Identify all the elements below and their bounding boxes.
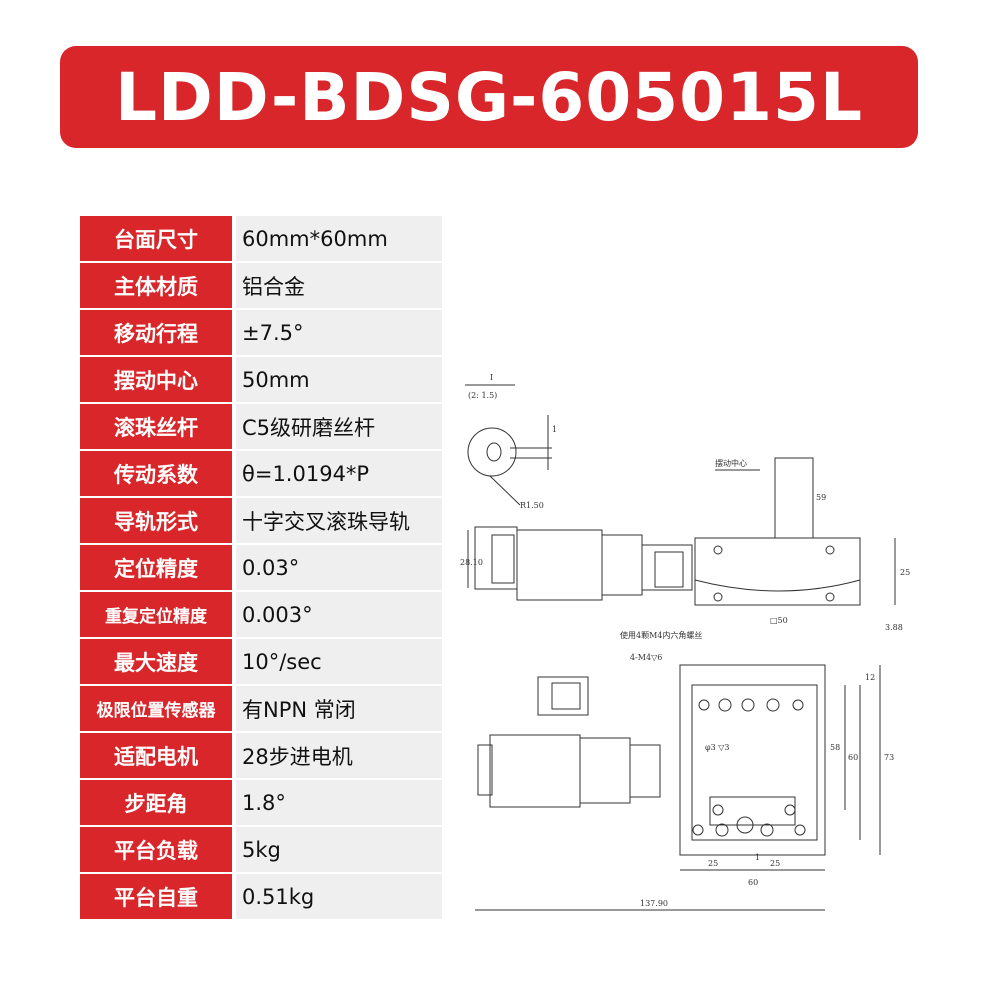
dim-25b: 25 — [770, 859, 780, 868]
spec-label: 极限位置传感器 — [80, 686, 232, 731]
spec-label: 摆动中心 — [80, 357, 232, 402]
drawing-svg: I (2: 1.5) R1.50 1 摆动中心 59 28.10 25 □50 … — [460, 373, 910, 911]
product-title: LDD-BDSG-605015L — [114, 58, 864, 136]
detail-dim: 1 — [552, 425, 557, 434]
hole-note: 4-M4▽6 — [630, 653, 662, 662]
spec-value: 0.51kg — [236, 874, 442, 919]
detail-radius: R1.50 — [520, 501, 544, 510]
spec-row: 导轨形式十字交叉滚珠导轨 — [80, 498, 442, 543]
spec-value: 有NPN 常闭 — [236, 686, 442, 731]
dim-28: 28.10 — [460, 558, 483, 567]
spec-label: 主体材质 — [80, 263, 232, 308]
spec-value: 1.8° — [236, 780, 442, 825]
swing-center-label: 摆动中心 — [715, 458, 747, 468]
spec-value: 0.03° — [236, 545, 442, 590]
spec-value: ±7.5° — [236, 310, 442, 355]
spec-value: 60mm*60mm — [236, 216, 442, 261]
spec-label: 定位精度 — [80, 545, 232, 590]
dim-25: 25 — [900, 568, 910, 577]
spec-label: 平台自重 — [80, 874, 232, 919]
spec-value: 铝合金 — [236, 263, 442, 308]
title-banner: LDD-BDSG-605015L — [60, 46, 918, 148]
dim-12: 12 — [865, 673, 875, 682]
dim-50: □50 — [770, 616, 788, 625]
spec-value: 50mm — [236, 357, 442, 402]
spec-label: 平台负载 — [80, 827, 232, 872]
spec-value: 十字交叉滚珠导轨 — [236, 498, 442, 543]
spec-value: 0.003° — [236, 592, 442, 637]
spec-value: θ=1.0194*P — [236, 451, 442, 496]
spec-row: 主体材质铝合金 — [80, 263, 442, 308]
spec-row: 极限位置传感器有NPN 常闭 — [80, 686, 442, 731]
spec-value: 28步进电机 — [236, 733, 442, 778]
spec-value: 10°/sec — [236, 639, 442, 684]
technical-drawing: I (2: 1.5) R1.50 1 摆动中心 59 28.10 25 □50 … — [460, 340, 980, 940]
phi-note: φ3 ▽3 — [705, 743, 729, 752]
screw-note: 使用4颗M4内六角螺丝 — [620, 630, 702, 640]
spec-label: 重复定位精度 — [80, 592, 232, 637]
dim-1: 1 — [755, 853, 760, 862]
spec-value: 5kg — [236, 827, 442, 872]
spec-row: 移动行程±7.5° — [80, 310, 442, 355]
dim-58: 58 — [830, 743, 840, 752]
spec-label: 导轨形式 — [80, 498, 232, 543]
dim-25a: 25 — [708, 859, 718, 868]
spec-label: 传动系数 — [80, 451, 232, 496]
dim-59: 59 — [816, 493, 826, 502]
detail-scale: (2: 1.5) — [468, 391, 497, 400]
spec-label: 步距角 — [80, 780, 232, 825]
spec-label: 移动行程 — [80, 310, 232, 355]
dim-388: 3.88 — [885, 623, 903, 632]
dim-60v: 60 — [848, 753, 858, 762]
detail-label: I — [490, 373, 493, 382]
spec-label: 最大速度 — [80, 639, 232, 684]
dim-total: 137.90 — [640, 899, 668, 908]
dim-73: 73 — [884, 753, 894, 762]
detail-circle — [467, 427, 517, 477]
spec-label: 台面尺寸 — [80, 216, 232, 261]
spec-label: 滚珠丝杆 — [80, 404, 232, 449]
dim-60h: 60 — [748, 878, 758, 887]
spec-value: C5级研磨丝杆 — [236, 404, 442, 449]
spec-label: 适配电机 — [80, 733, 232, 778]
